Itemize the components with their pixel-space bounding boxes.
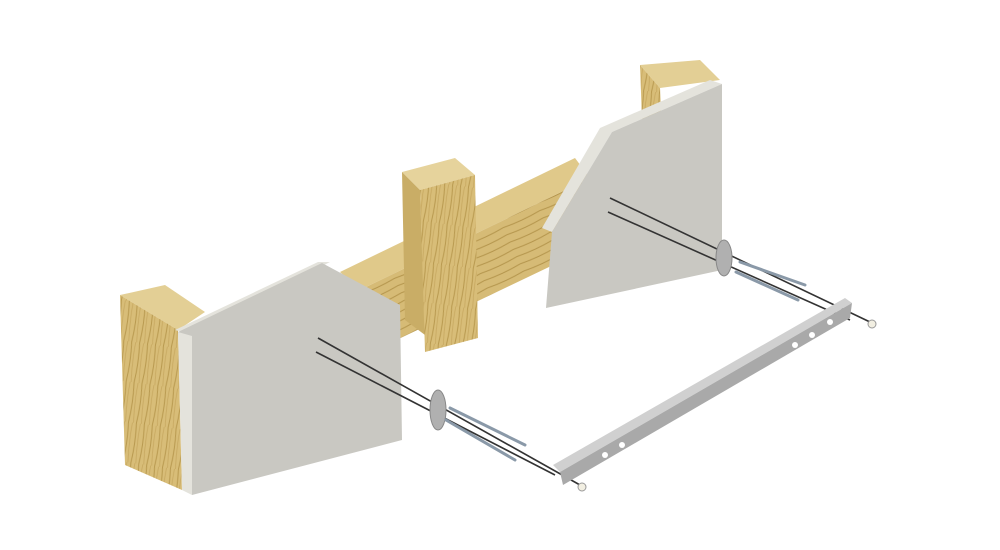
left-gray-panel [175, 262, 402, 495]
screws [444, 260, 807, 462]
metal-bracket-bar [553, 298, 852, 485]
left-wood-post [120, 285, 205, 490]
right-gray-panel [542, 80, 722, 308]
rod-end-caps [577, 319, 877, 492]
center-wood-post [402, 158, 478, 352]
anchor-discs [429, 239, 733, 431]
